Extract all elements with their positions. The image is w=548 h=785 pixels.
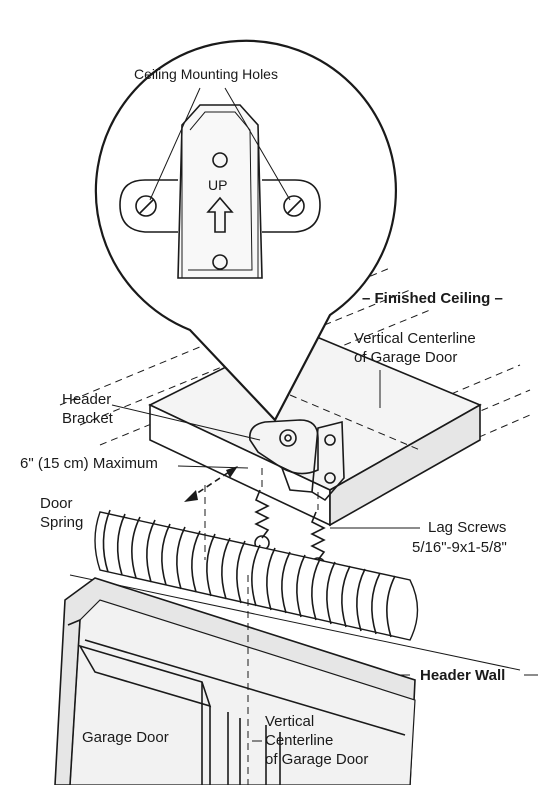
garage-door [54, 485, 416, 785]
bracket-label: Bracket [62, 410, 114, 427]
up-label: UP [208, 177, 227, 193]
left-screw-icon [135, 195, 157, 217]
right-lag-screw-icon [310, 511, 326, 561]
spring-label: Spring [40, 514, 83, 531]
bracket-detail [119, 87, 321, 279]
vertical-centerline-top-label-2: of Garage Door [354, 349, 457, 366]
header-bracket [248, 419, 345, 502]
door-label: Door [40, 495, 73, 512]
ceiling-mounting-holes-label: Ceiling Mounting Holes [134, 66, 278, 82]
vertical-centerline-top-label-1: Vertical Centerline [354, 330, 476, 347]
left-lag-screw-icon [254, 489, 270, 539]
vertical-centerline-bottom-label-2: Centerline [265, 732, 333, 749]
right-screw-icon [283, 195, 305, 217]
up-arrow-icon [206, 196, 234, 233]
header-label: Header [62, 391, 111, 408]
header-wall-label: Header Wall [420, 667, 505, 684]
vertical-centerline-bottom-label-1: Vertical [265, 713, 314, 730]
finished-ceiling-label: – Finished Ceiling – [362, 290, 503, 307]
lag-screws [254, 468, 326, 573]
lag-screws-size-label: 5/16"-9x1-5/8" [412, 539, 507, 556]
dimension-arrow-icon [189, 469, 233, 499]
bottom-hole-icon [212, 254, 228, 270]
lag-screws-label: Lag Screws [428, 519, 506, 536]
garage-door-label: Garage Door [82, 729, 169, 746]
door-spring [94, 509, 419, 641]
top-hole-icon [212, 152, 228, 168]
maximum-label: 6" (15 cm) Maximum [20, 455, 158, 472]
vertical-centerline-bottom-label-3: of Garage Door [265, 751, 368, 768]
